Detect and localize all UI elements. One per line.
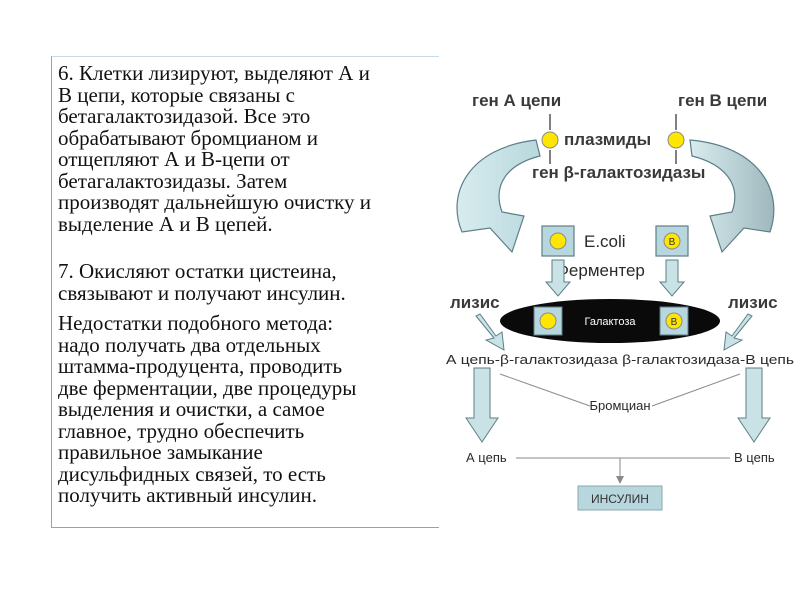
text-panel: 6. Клетки лизируют, выделяют А и В цепи,…: [51, 56, 439, 528]
drawbacks-paragraph: Недостатки подобного метода: надо получа…: [58, 311, 357, 507]
plasmids-label: плазмиды: [564, 130, 651, 149]
insulin-label: ИНСУЛИН: [591, 492, 649, 506]
ecoli-label: E.coli: [584, 232, 626, 251]
lysis-right-label: лизис: [728, 293, 778, 312]
down-arrow-b: [658, 259, 686, 297]
insulin-production-diagram: ген А цепи ген В цепи плазмиды ген β-гал…: [440, 84, 800, 512]
fusion-proteins-label: А цепь-β-галактозидаза β-галактозидаза-В…: [446, 352, 794, 367]
insulin-box: [577, 485, 663, 511]
down-arrow-a: [544, 259, 572, 297]
step-7-paragraph: 7. Окисляют остатки цистеина, связывают …: [58, 259, 346, 305]
chain-b-label: В цепь: [734, 450, 775, 465]
lysis-left-label: лизис: [450, 293, 500, 312]
oval-b-letter: В: [671, 317, 678, 328]
oval-plasmid-b: [665, 312, 683, 330]
bromcyan-line-right: [651, 373, 741, 407]
ecoli-a-plasmid: [549, 232, 567, 250]
step-6-paragraph: 6. Клетки лизируют, выделяют А и В цепи,…: [58, 61, 372, 236]
oval-plasmid-a: [539, 312, 557, 330]
fermenter-label: Ферментер: [556, 261, 645, 280]
diagram-canvas: ген А цепи ген В цепи плазмиды ген β-гал…: [446, 91, 794, 511]
insulin-arrowhead: [616, 476, 624, 484]
bromcyan-label: Бромциан: [589, 398, 650, 413]
plasmid-b-circle: [667, 131, 685, 149]
plasmid-a-circle: [541, 131, 559, 149]
gene-b-label: ген В цепи: [678, 91, 767, 110]
bromcyan-line-left: [499, 373, 591, 407]
lysis-right-arrow: [723, 313, 753, 351]
down-arrow-chain-b: [737, 367, 771, 443]
down-arrow-chain-a: [465, 367, 499, 443]
bgal-gene-label: ген β-галактозидазы: [532, 163, 705, 182]
lysis-left-arrow: [475, 313, 505, 351]
ecoli-b-plasmid: [663, 232, 681, 250]
chain-a-label: А цепь: [466, 450, 507, 465]
right-curved-arrow: [689, 139, 775, 254]
galactose-label: Галактоза: [585, 316, 637, 328]
gene-a-label: ген А цепи: [472, 91, 561, 110]
left-curved-arrow: [456, 139, 541, 254]
ecoli-b-letter: В: [669, 237, 676, 248]
